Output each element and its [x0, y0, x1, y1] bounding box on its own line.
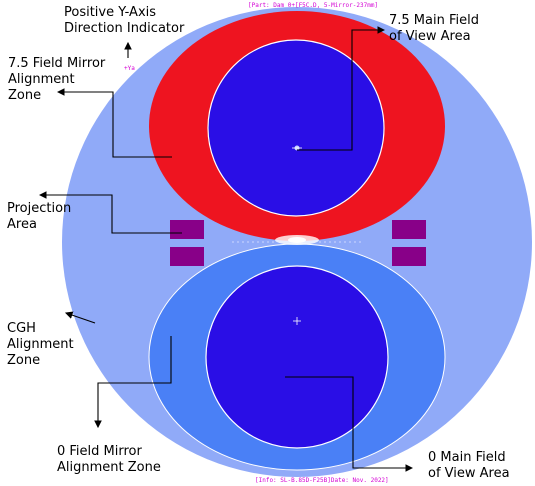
projection-spot	[232, 235, 362, 245]
cgh-alignment-leader	[64, 311, 96, 324]
field-7-5-main-leader	[297, 26, 386, 151]
label-field-7-5-mirror: 7.5 Field Mirror Alignment Zone	[8, 56, 106, 103]
projection-mark-left-bottom	[170, 247, 204, 266]
label-projection-area: Projection Area	[7, 201, 72, 232]
projection-mark-right-bottom	[392, 247, 426, 266]
label-field-0-main: 0 Main Field of View Area	[428, 450, 510, 481]
label-cgh-alignment: CGH Alignment Zone	[7, 321, 74, 368]
projection-mark-left-top	[170, 220, 204, 239]
label-field-7-5-main: 7.5 Main Field of View Area	[389, 13, 479, 44]
header-annotation: [Part: Dam 0+[F5C.D, 5-Mirror-237mm]	[248, 2, 379, 9]
label-positive-y-axis: Positive Y-Axis Direction Indicator	[64, 5, 185, 36]
projection-mark-right-top	[392, 220, 426, 239]
field-0-main-field	[205, 265, 389, 449]
label-field-0-mirror: 0 Field Mirror Alignment Zone	[57, 444, 161, 475]
field-0-center-mark	[293, 317, 301, 325]
field-7-5-main-field	[207, 39, 385, 217]
footer-annotation: [Info: SL-B.85D-F25B]Date: Nov. 2022]	[255, 477, 389, 484]
field-0-main-leader	[285, 376, 414, 472]
y-axis-marker: +Ya	[124, 65, 135, 72]
projection-area-leader	[38, 191, 182, 234]
field-7-5-center-mark	[292, 145, 302, 151]
field-7-5-mirror-leader	[56, 88, 172, 158]
field-0-mirror-leader	[94, 336, 172, 429]
